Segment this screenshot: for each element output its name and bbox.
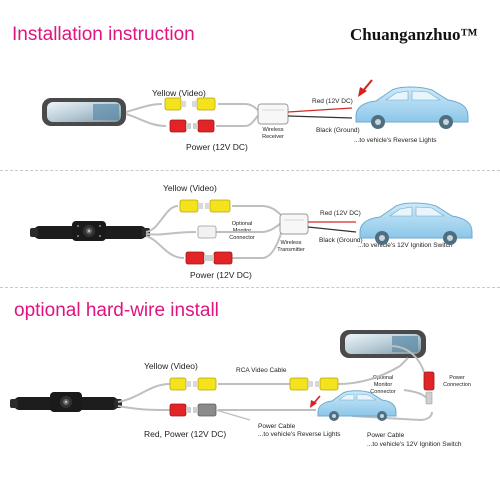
ignition-switch-label: ...to vehicle's 12V Ignition Switch (358, 242, 453, 249)
camera-black-ground-label: Black (Ground) (319, 237, 363, 244)
camera-yellow-video-label: Yellow (Video) (163, 183, 217, 193)
license-plate-camera-1 (30, 221, 150, 241)
wireless-receiver-box (257, 103, 289, 125)
yellow-video-plugs-1 (164, 97, 216, 111)
red-power-plugs-1 (169, 119, 215, 133)
hardwire-reverse-arrow (310, 395, 321, 408)
license-plate-camera-2 (10, 392, 122, 412)
hardwire-optional-connector-label: Optional Monitor Connector (370, 375, 396, 395)
yellow-video-plugs-3 (169, 377, 339, 391)
wireless-receiver-label: Wireless Receiver (262, 127, 284, 140)
power-cable-lines (215, 409, 251, 421)
section-divider-1 (0, 170, 500, 171)
car-ignition-switch (359, 202, 473, 245)
red-power-label: Red, Power (12V DC) (144, 429, 227, 439)
installation-title: Installation instruction (12, 24, 195, 45)
red-power-plugs-2 (185, 251, 233, 265)
wireless-transmitter-box (279, 213, 309, 235)
mirror-cables-1 (125, 103, 259, 127)
rca-video-cable-label: RCA Video Cable (236, 367, 287, 374)
mirror-black-ground-label: Black (Ground) (316, 127, 360, 134)
car-reverse-lights (355, 86, 469, 129)
rearview-mirror-monitor-1 (42, 98, 126, 126)
hardwire-yellow-video-label: Yellow (Video) (144, 361, 198, 371)
power-connection-label: Power Connection (443, 375, 471, 388)
camera-power-label: Power (12V DC) (190, 270, 252, 280)
power-connection-plug (423, 371, 435, 405)
reverse-lights-arrow (358, 79, 373, 97)
rearview-mirror-monitor-2 (340, 330, 426, 358)
hardwire-ignition-label: ...to vehicle's 12V Ignition Switch (367, 441, 462, 448)
transmitter-power-wires (307, 221, 357, 233)
optional-white-connector (197, 225, 217, 239)
yellow-video-plugs-2 (179, 199, 231, 213)
mirror-power-label: Power (12V DC) (186, 142, 248, 152)
power-cable-ignition-label: Power Cable (367, 432, 405, 439)
hardwire-title: optional hard-wire install (14, 300, 219, 321)
receiver-power-wires (287, 107, 353, 119)
power-cable-reverse-label: Power Cable (258, 423, 296, 430)
mirror-red-12v-label: Red (12V DC) (312, 98, 353, 105)
wireless-transmitter-label: Wireless Transmitter (277, 240, 305, 253)
red-power-plugs-3 (169, 403, 217, 417)
reverse-lights-label: ...to vehicle's Reverse Lights (354, 137, 437, 144)
car-hardwire (317, 390, 397, 421)
mirror-yellow-video-label: Yellow (Video) (152, 88, 206, 98)
camera-red-12v-label: Red (12V DC) (320, 210, 361, 217)
hardwire-reverse-lights-label: ...to vehicle's Reverse Lights (258, 431, 341, 438)
brand-name: Chuanganzhuo™ (350, 25, 478, 44)
section-divider-2 (0, 287, 500, 288)
